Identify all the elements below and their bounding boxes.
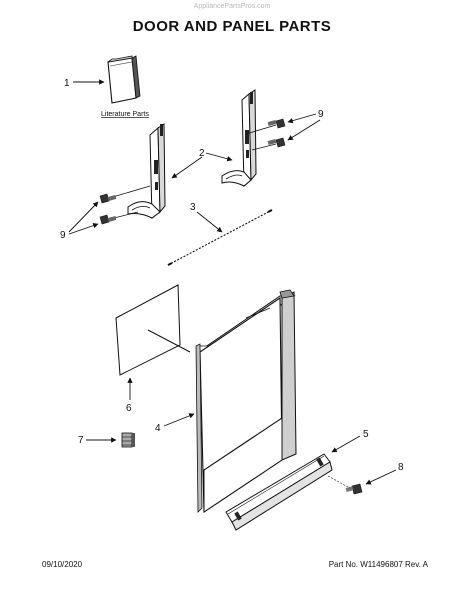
callout-6: 6: [126, 403, 132, 414]
leader-9-top-a: [287, 113, 317, 124]
callout-8: 8: [398, 462, 404, 473]
callout-5: 5: [363, 429, 369, 440]
leader-2-right: [205, 152, 233, 162]
callout-7: 7: [78, 435, 84, 446]
toe-panel-part[interactable]: [225, 453, 333, 531]
leader-2-left: [171, 156, 203, 179]
literature-manual-part[interactable]: [107, 55, 141, 104]
leader-9-top-b: [287, 119, 321, 141]
callout-9-left: 9: [60, 230, 66, 241]
toe-panel-screw[interactable]: [327, 475, 363, 495]
watermark: AppliancePartsPros.com: [193, 3, 271, 10]
hinge-screw-left-lower[interactable]: [99, 211, 139, 225]
hinge-screw-left-upper[interactable]: [99, 185, 151, 204]
door-cable-part[interactable]: [167, 209, 273, 266]
leader-5: [331, 435, 361, 453]
callout-1: 1: [64, 78, 70, 89]
leader-9-left-b: [68, 223, 99, 235]
door-panel-part[interactable]: [195, 289, 297, 514]
leader-8: [365, 469, 397, 485]
literature-parts-label: Literature Parts: [101, 111, 149, 118]
callout-2: 2: [199, 148, 205, 159]
leader-9-left-a: [68, 201, 99, 233]
footer-date: 09/10/2020: [42, 560, 83, 569]
right-hinge-bracket[interactable]: [221, 89, 257, 188]
door-clip-part[interactable]: [121, 432, 135, 448]
leader-4: [163, 413, 195, 427]
hinge-screw-right-lower[interactable]: [251, 137, 286, 151]
leader-3: [196, 211, 223, 233]
page-title: DOOR AND PANEL PARTS: [132, 18, 332, 35]
insulation-attach-line: [147, 329, 191, 353]
callout-4: 4: [155, 423, 161, 434]
callout-3: 3: [190, 202, 196, 213]
callout-9-top: 9: [318, 109, 324, 120]
left-hinge-bracket[interactable]: [127, 123, 166, 219]
hinge-screw-right-upper[interactable]: [245, 118, 286, 135]
footer-part-number: Part No. W11496807 Rev. A: [328, 560, 428, 569]
